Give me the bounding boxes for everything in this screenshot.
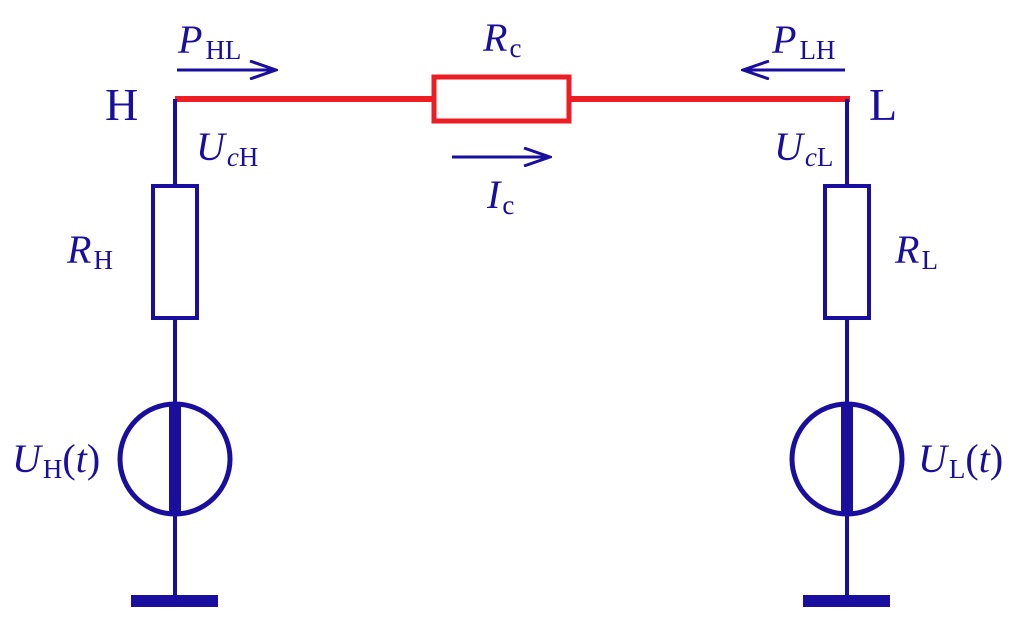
label-r-l: RL: [894, 227, 938, 275]
resistor-rl: [823, 184, 871, 320]
label-i-c: Ic: [486, 172, 514, 220]
label-r-c: Rc: [482, 15, 521, 63]
label-u-cl: UcL: [774, 124, 833, 172]
resistor-rc: [431, 74, 572, 124]
node-label-h: H: [105, 79, 138, 130]
left-branch: [117, 99, 233, 607]
label-u-ch: UcH: [196, 124, 258, 172]
label-u-l-t: UL(t): [918, 436, 1003, 484]
right-branch: [789, 99, 905, 607]
resistor-rh: [151, 184, 199, 320]
label-u-h-t: UH(t): [12, 436, 100, 484]
label-r-h: RH: [66, 227, 113, 275]
node-label-l: L: [869, 79, 897, 130]
